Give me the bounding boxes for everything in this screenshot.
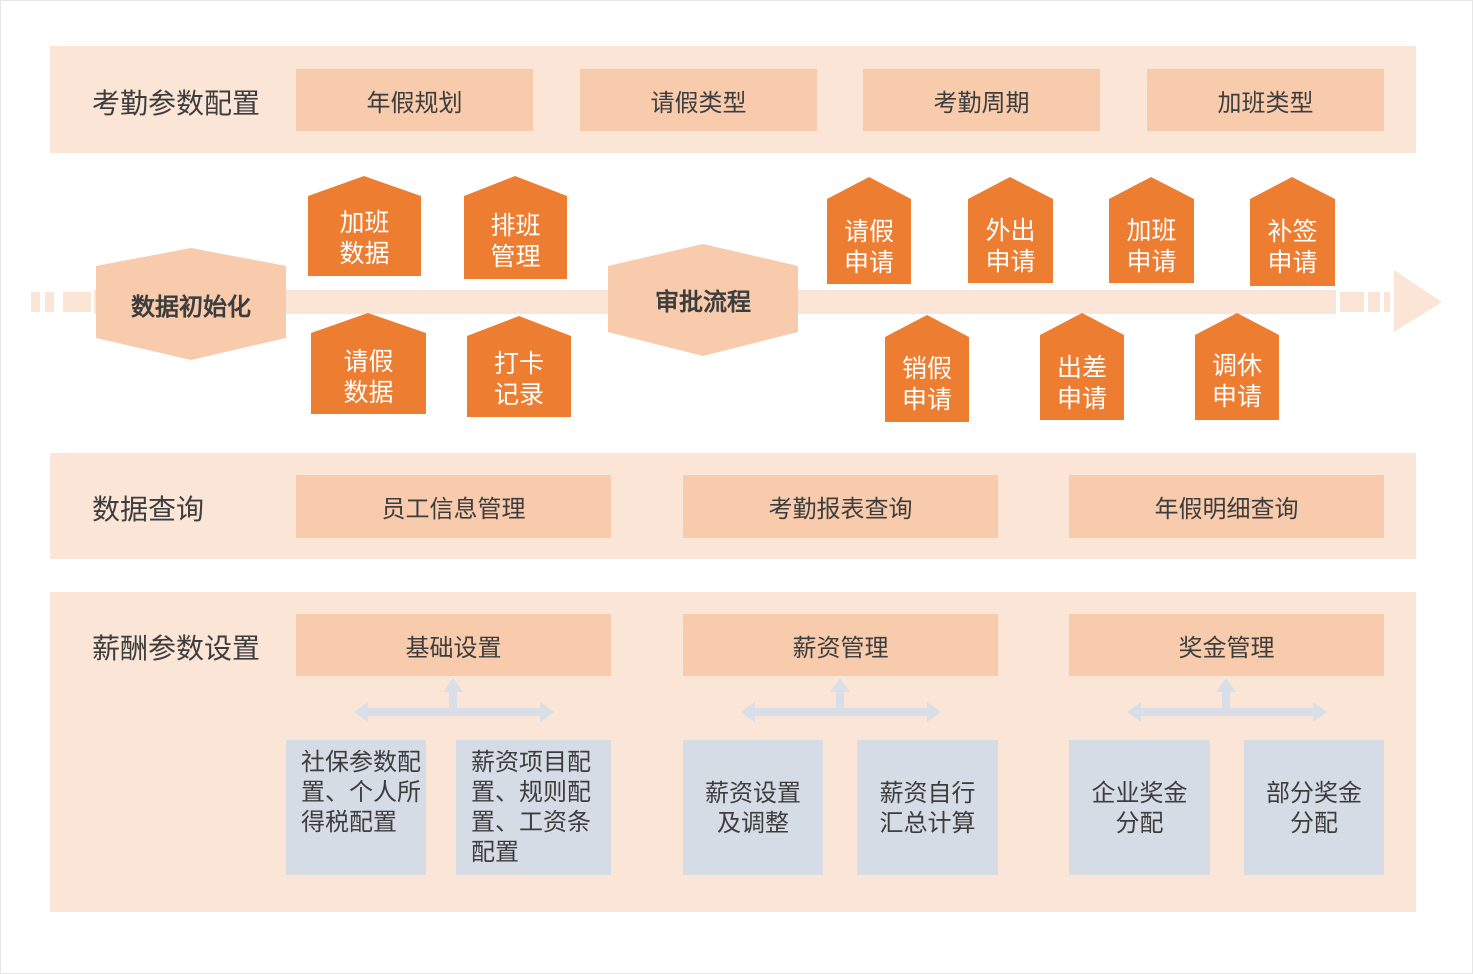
attendance-report-box: 考勤报表查询 xyxy=(683,475,998,538)
clock-in-record-node: 打卡 记录 xyxy=(467,316,571,417)
data-query-label: 数据查询 xyxy=(92,493,205,526)
salary-item-rules-label: 薪资项目配置、规则配置、工资条配置 xyxy=(471,748,591,866)
comp-leave-request-label: 调休 申请 xyxy=(1211,351,1262,411)
missed-punch-request-node: 补签 申请 xyxy=(1250,177,1335,286)
shift-management-label: 排班 管理 xyxy=(490,211,541,271)
approval-flow-label: 审批流程 xyxy=(655,288,751,316)
overtime-request-label: 加班 申请 xyxy=(1126,216,1177,276)
salary-config-label: 薪酬参数设置 xyxy=(92,632,261,665)
annual-leave-plan-box: 年假规划 xyxy=(296,69,533,131)
salary-item-rules-box: 薪资项目配置、规则配置、工资条配置 xyxy=(456,740,611,875)
leave-cancel-request-label: 销假 申请 xyxy=(901,354,952,414)
partial-bonus-label: 部分奖金分配 xyxy=(1266,778,1362,837)
overtime-data-node: 加班 数据 xyxy=(308,176,421,276)
salary-setting-adjust-label: 薪资设置及调整 xyxy=(705,778,801,837)
social-security-tax-box: 社保参数配置、个人所得税配置 xyxy=(286,740,426,875)
connector-salary xyxy=(741,678,941,722)
salary-connectors xyxy=(354,678,1327,722)
leave-data-node: 请假 数据 xyxy=(311,313,426,414)
annual-leave-detail-box: 年假明细查询 xyxy=(1069,475,1384,538)
comp-leave-request-node: 调休 申请 xyxy=(1195,313,1279,420)
leave-cancel-request-node: 销假 申请 xyxy=(885,315,969,422)
social-security-tax-label: 社保参数配置、个人所得税配置 xyxy=(301,748,421,836)
overtime-data-label: 加班 数据 xyxy=(339,208,390,268)
data-init-label: 数据初始化 xyxy=(131,293,251,321)
company-bonus-box: 企业奖金分配 xyxy=(1069,740,1210,875)
salary-management-box: 薪资管理 xyxy=(683,614,998,676)
connector-bonus xyxy=(1127,678,1327,722)
shift-management-node: 排班 管理 xyxy=(464,176,567,279)
leave-type-box: 请假类型 xyxy=(580,69,817,131)
outing-request-label: 外出 申请 xyxy=(985,216,1036,276)
flow-arrow-graphic xyxy=(31,244,1442,360)
leave-request-label: 请假 申请 xyxy=(843,217,894,277)
flow-arrowhead xyxy=(1394,270,1442,332)
attendance-config-label: 考勤参数配置 xyxy=(92,87,261,120)
attendance-cycle-box: 考勤周期 xyxy=(863,69,1100,131)
approval-hexagon xyxy=(608,244,798,356)
outing-request-node: 外出 申请 xyxy=(968,177,1053,283)
bonus-management-box: 奖金管理 xyxy=(1069,614,1384,676)
flow-dash xyxy=(1384,292,1390,312)
employee-info-box: 员工信息管理 xyxy=(296,475,611,538)
salary-auto-calc-label: 薪资自行汇总计算 xyxy=(879,778,976,837)
salary-auto-calc-box: 薪资自行汇总计算 xyxy=(857,740,998,875)
clock-in-record-label: 打卡 记录 xyxy=(493,349,544,409)
flow-dash xyxy=(1368,292,1380,312)
flow-dash xyxy=(63,292,91,312)
partial-bonus-box: 部分奖金分配 xyxy=(1244,740,1384,875)
missed-punch-request-label: 补签 申请 xyxy=(1267,217,1318,277)
overtime-type-box: 加班类型 xyxy=(1147,69,1384,131)
init-hexagon xyxy=(96,248,286,360)
flow-dash xyxy=(1340,292,1364,312)
overtime-request-node: 加班 申请 xyxy=(1109,177,1194,283)
leave-request-node: 请假 申请 xyxy=(827,177,911,284)
leave-data-label: 请假 数据 xyxy=(343,347,394,407)
business-trip-request-node: 出差 申请 xyxy=(1040,313,1124,420)
connector-basic xyxy=(354,678,554,722)
flow-dash xyxy=(45,292,54,312)
salary-setting-adjust-box: 薪资设置及调整 xyxy=(683,740,823,875)
flow-dash xyxy=(31,292,40,312)
basic-settings-box: 基础设置 xyxy=(296,614,611,676)
business-trip-request-label: 出差 申请 xyxy=(1056,353,1107,413)
company-bonus-label: 企业奖金分配 xyxy=(1091,778,1188,837)
